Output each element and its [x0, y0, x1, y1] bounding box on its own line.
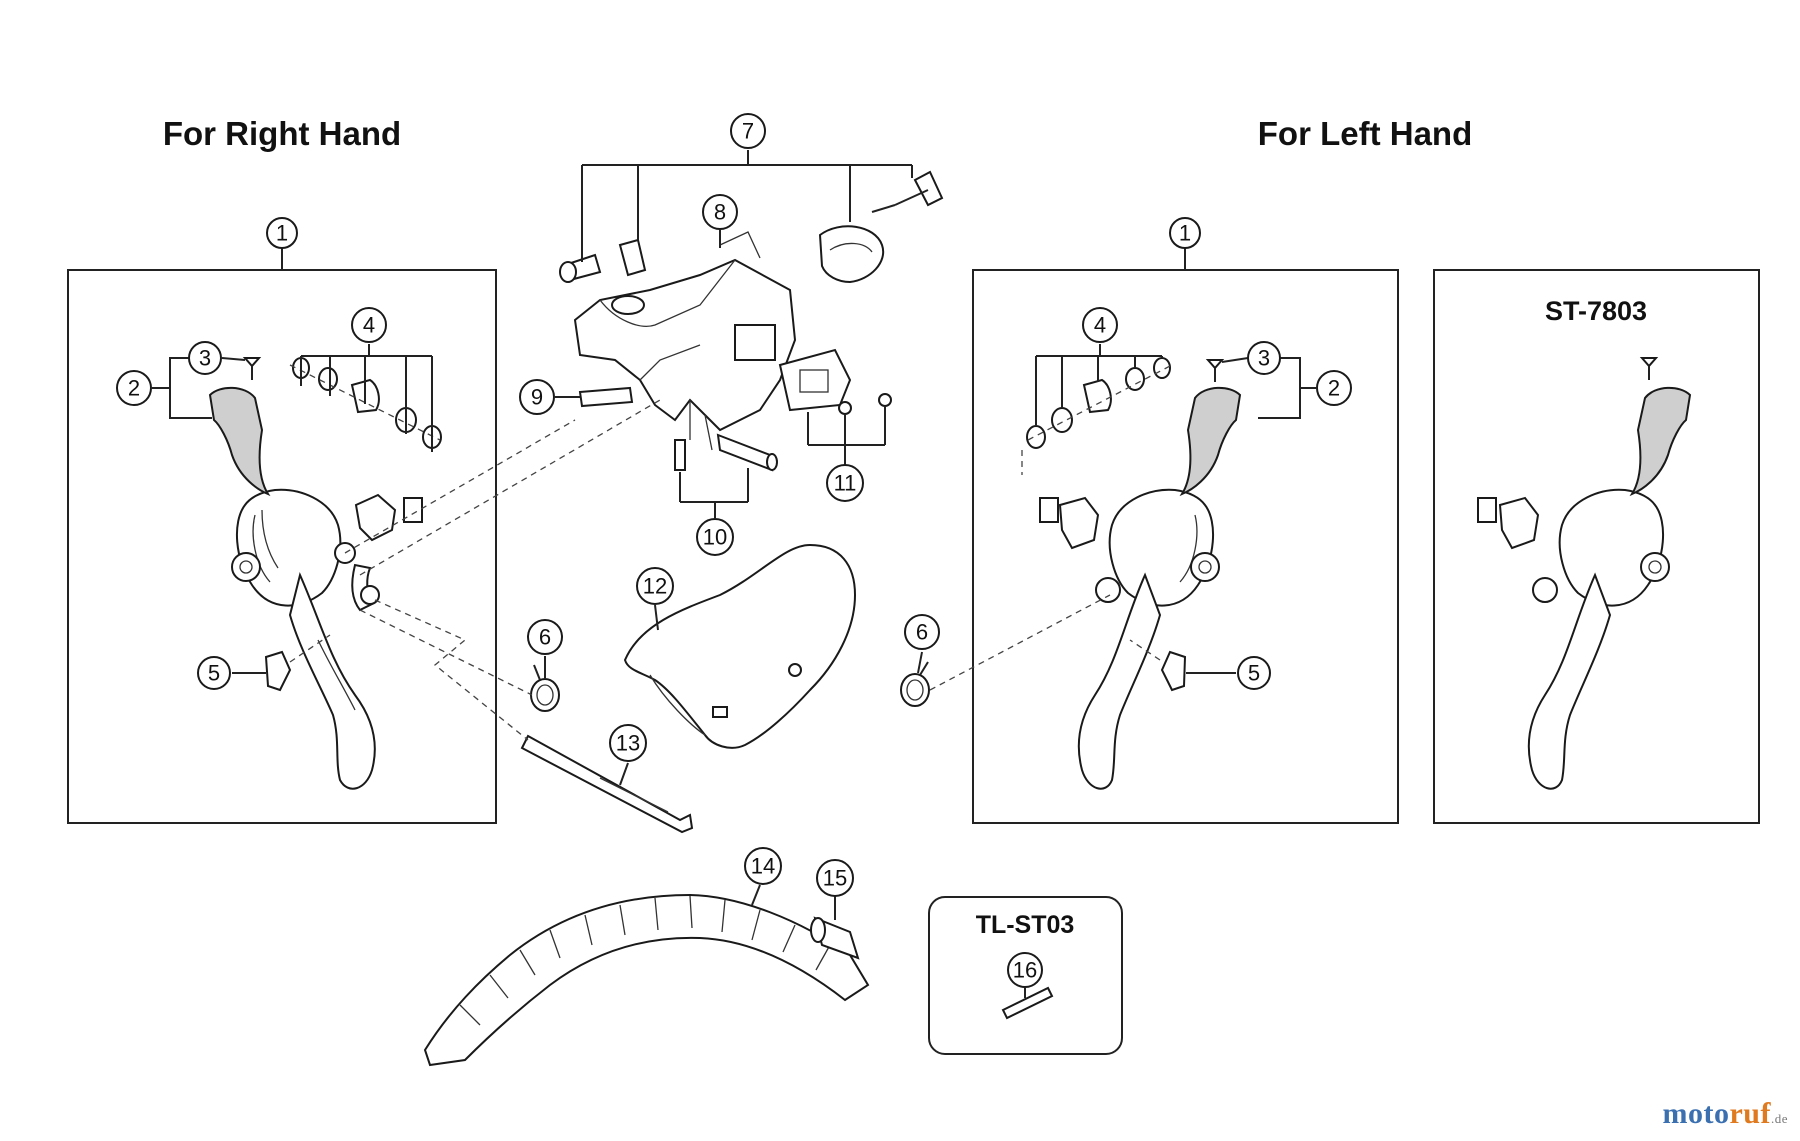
callout-2-left: 2 — [1316, 370, 1352, 406]
callout-5-left: 5 — [1237, 656, 1271, 690]
right-clip — [264, 650, 292, 692]
svg-text:15: 15 — [823, 866, 847, 891]
st7803-frame — [1433, 269, 1760, 824]
st7803-screw — [1639, 357, 1659, 380]
svg-text:14: 14 — [751, 854, 775, 879]
right-screw — [242, 357, 262, 380]
hood-fold — [649, 674, 706, 736]
bracket-body — [573, 258, 797, 451]
svg-text:7: 7 — [742, 119, 754, 144]
left-spring — [900, 661, 930, 707]
callout-6-right: 6 — [527, 619, 563, 655]
comb-guide — [423, 893, 870, 1067]
pin-and-set-screw — [674, 433, 778, 472]
svg-text:4: 4 — [363, 313, 375, 338]
svg-text:2: 2 — [1328, 376, 1340, 401]
svg-text:10: 10 — [703, 525, 727, 550]
title-right-hand: For Right Hand — [163, 115, 401, 152]
svg-text:9: 9 — [531, 385, 543, 410]
tool-pin — [1001, 986, 1054, 1020]
callout-11: 11 — [826, 464, 864, 502]
clamp-parts — [559, 170, 944, 284]
st7803-lever-cover — [1629, 386, 1692, 497]
watermark-brand-a: moto — [1662, 1097, 1730, 1130]
svg-text:3: 3 — [1258, 346, 1270, 371]
title-tool: TL-ST03 — [976, 911, 1075, 939]
callout-15: 15 — [816, 859, 854, 897]
title-st7803: ST-7803 — [1545, 296, 1647, 326]
svg-text:5: 5 — [208, 661, 220, 686]
callout-4-right: 4 — [351, 307, 387, 343]
callout-16: 16 — [1007, 952, 1043, 988]
svg-text:6: 6 — [916, 620, 928, 645]
svg-text:6: 6 — [539, 625, 551, 650]
right-spring — [530, 664, 560, 712]
callout-1-right: 1 — [266, 217, 298, 249]
callout-4-left: 4 — [1082, 307, 1118, 343]
sleeve — [810, 916, 860, 960]
callout-7: 7 — [730, 113, 766, 149]
svg-text:2: 2 — [128, 376, 140, 401]
callout-3-right: 3 — [188, 341, 222, 375]
left-lever-cover — [1179, 386, 1242, 497]
right-lever-cover — [208, 386, 271, 497]
svg-text:1: 1 — [276, 221, 288, 246]
svg-text:16: 16 — [1013, 958, 1037, 983]
cable-pin — [520, 734, 694, 834]
callout-1-left: 1 — [1169, 217, 1201, 249]
left-clip — [1160, 650, 1187, 692]
callout-2-right: 2 — [116, 370, 152, 406]
svg-text:3: 3 — [199, 346, 211, 371]
svg-text:1: 1 — [1179, 221, 1191, 246]
callout-10: 10 — [696, 518, 734, 556]
callout-13: 13 — [609, 724, 647, 762]
callout-5-right: 5 — [197, 656, 231, 690]
svg-text:13: 13 — [616, 731, 640, 756]
callout-9: 9 — [519, 379, 555, 415]
st7803-lever — [1477, 488, 1670, 790]
callout-3-left: 3 — [1247, 341, 1281, 375]
callout-6-left: 6 — [904, 614, 940, 650]
hood-slot — [712, 706, 728, 718]
svg-text:5: 5 — [1248, 661, 1260, 686]
left-screw — [1205, 359, 1225, 382]
bracket-tab — [719, 231, 761, 259]
callout-14: 14 — [744, 847, 782, 885]
tool-frame — [928, 896, 1123, 1055]
svg-text:12: 12 — [643, 574, 667, 599]
title-left-hand: For Left Hand — [1258, 115, 1472, 152]
svg-text:8: 8 — [714, 200, 726, 225]
toothed-plate — [578, 386, 634, 408]
hood-hole — [788, 663, 802, 677]
callout-12: 12 — [636, 567, 674, 605]
watermark-brand-b: ruf — [1729, 1097, 1771, 1130]
watermark-tld: .de — [1770, 1111, 1788, 1126]
svg-text:4: 4 — [1094, 313, 1106, 338]
cable-guide — [778, 348, 892, 415]
left-lever-assembly — [1039, 488, 1220, 790]
svg-text:11: 11 — [834, 471, 857, 496]
watermark-logo: motoruf.de — [1662, 1097, 1788, 1131]
rubber-hood — [623, 543, 857, 749]
right-lever-assembly — [231, 488, 423, 790]
left-bushings — [1026, 357, 1173, 449]
callout-8: 8 — [702, 194, 738, 230]
